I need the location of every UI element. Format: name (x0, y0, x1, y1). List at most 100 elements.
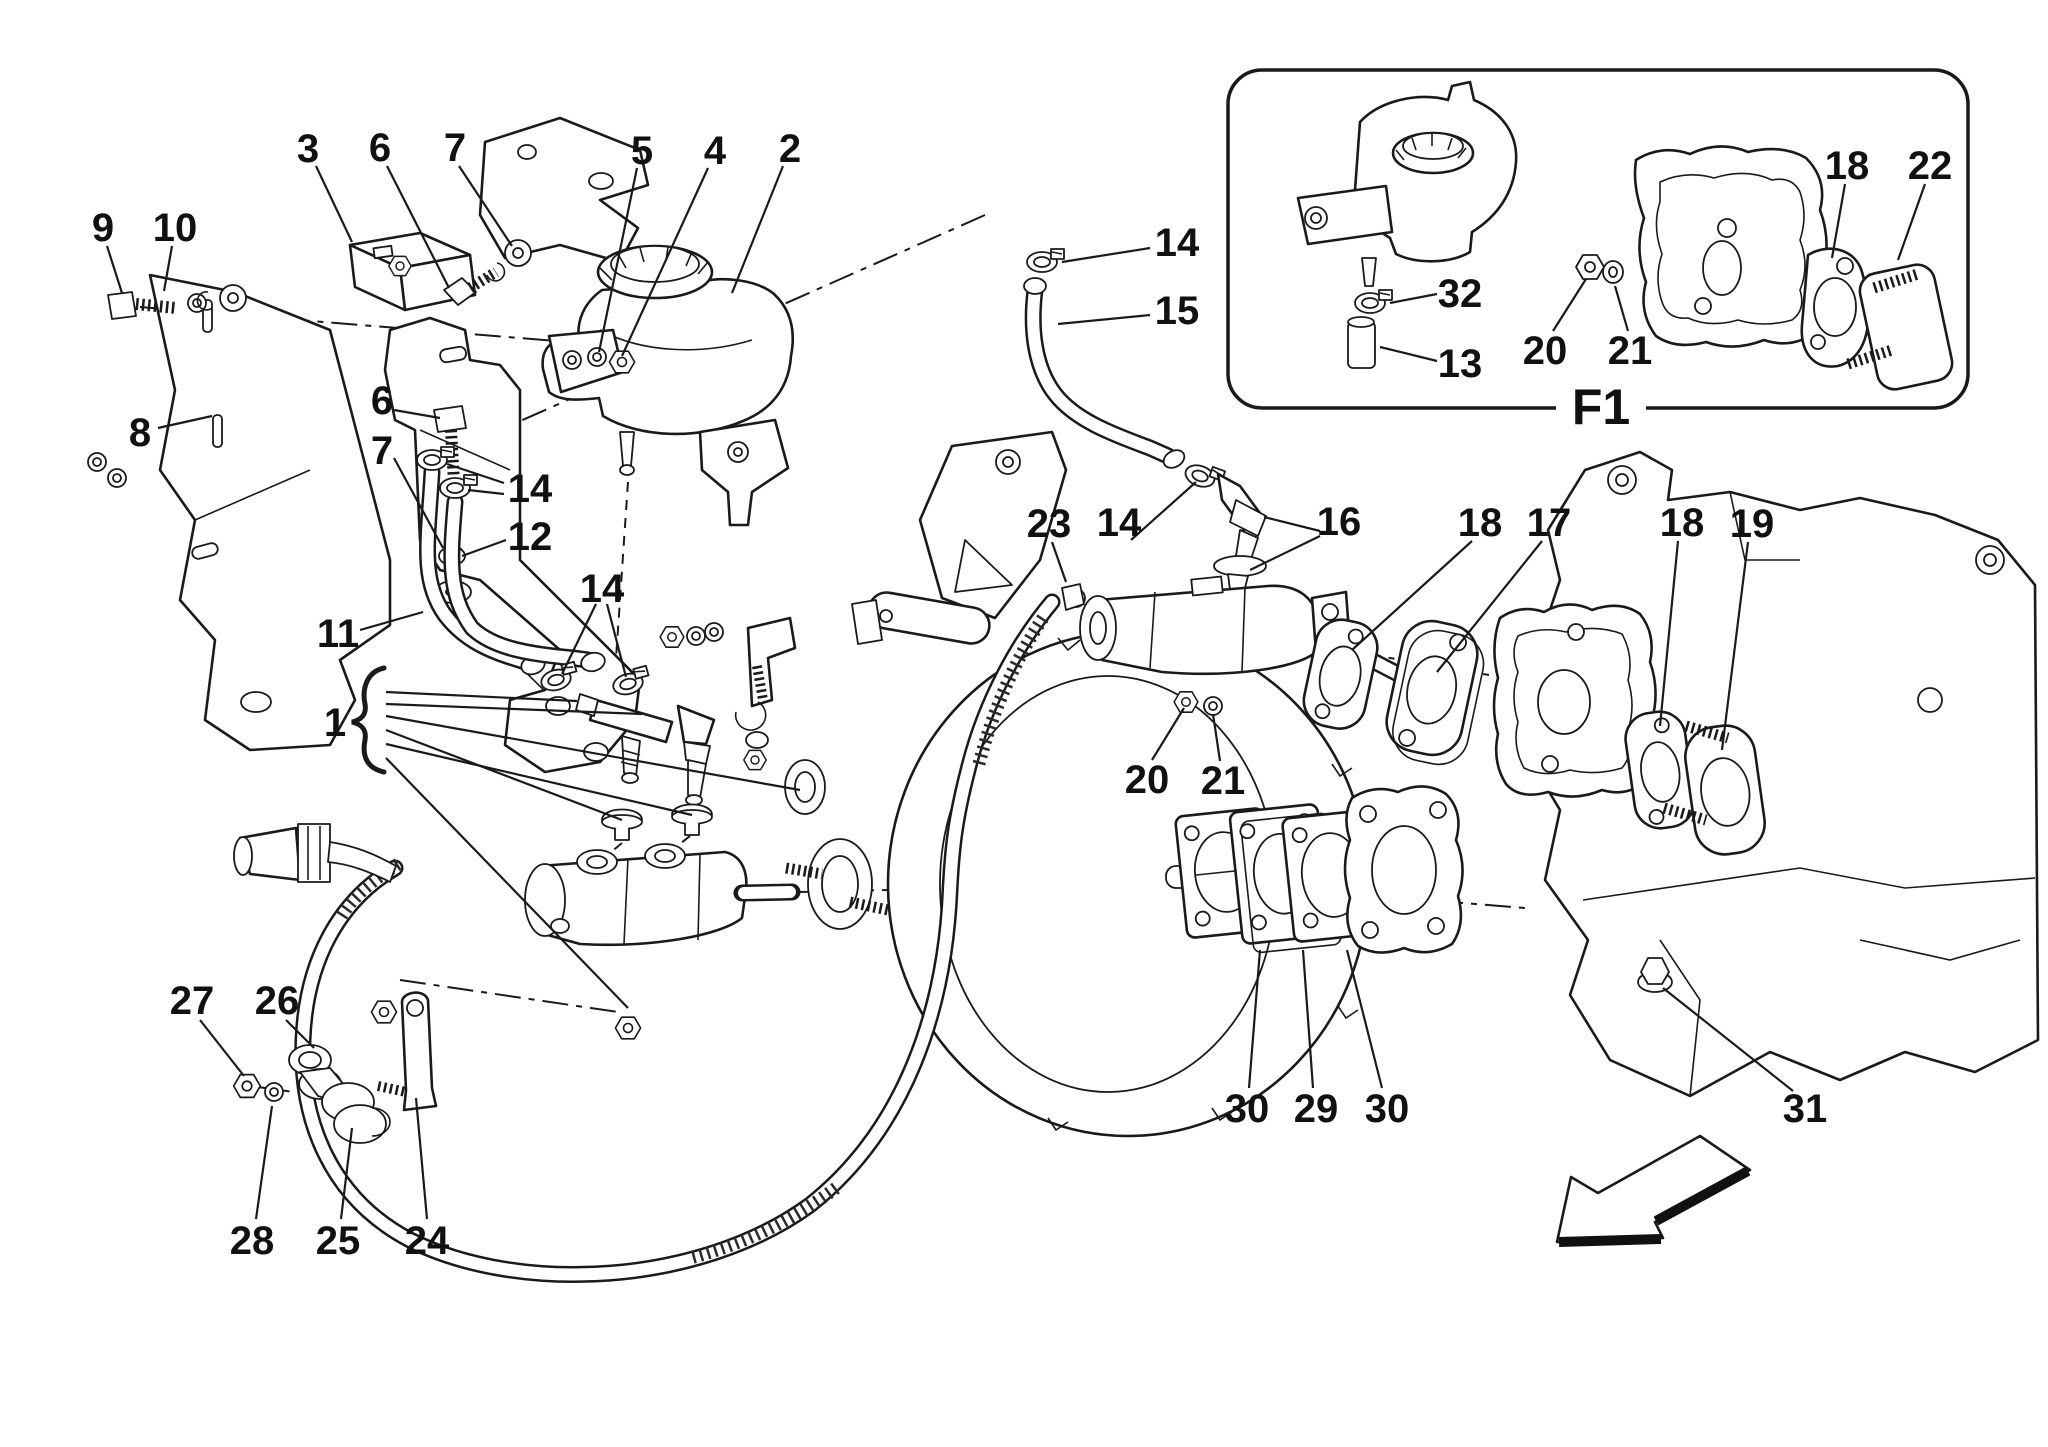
callout-label-14: 14 (508, 467, 553, 511)
callout-label-13: 13 (1438, 342, 1483, 386)
callout-label-6: 6 (371, 379, 393, 423)
callout-label-27: 27 (170, 979, 215, 1023)
callout-label-32: 32 (1438, 272, 1483, 316)
leader-line (199, 1019, 245, 1077)
callout-label-29: 29 (1294, 1087, 1339, 1131)
leader-line (1301, 949, 1315, 1089)
bolt-6-upper (443, 267, 499, 306)
brake-master-cylinder (524, 843, 801, 1040)
leader-line (162, 245, 174, 292)
leader-line (1211, 713, 1222, 762)
leader-line (393, 408, 441, 420)
leader-line (1379, 345, 1438, 363)
callout-label-18: 18 (1825, 144, 1870, 188)
callout-label-12: 12 (508, 515, 553, 559)
inset-clamp-32 (1354, 289, 1393, 314)
inset-cover-22 (1846, 263, 1954, 391)
callout-label-22: 22 (1908, 144, 1953, 188)
leader-line (385, 714, 801, 792)
grommet-25 (321, 1082, 391, 1144)
inset-spacer-13 (1347, 321, 1376, 369)
leader-line (359, 610, 424, 632)
tee-fitting (575, 693, 674, 784)
callout-label-18: 18 (1458, 501, 1503, 545)
leader-line (1130, 481, 1197, 541)
f1-label-backing (1556, 382, 1646, 434)
leader-line (1345, 949, 1384, 1089)
bolt-6-lower (433, 405, 467, 501)
stud-bolt (1662, 802, 1708, 826)
leader-line (385, 728, 623, 822)
leader-line (414, 1097, 429, 1220)
leader-line (385, 690, 578, 703)
item-1-brace (351, 665, 387, 775)
inset-gasket-18 (1800, 247, 1870, 368)
leader-line (1389, 292, 1438, 305)
washers-10 (187, 284, 247, 313)
leader-line (605, 603, 628, 678)
leader-line (597, 167, 639, 353)
callout-label-21: 21 (1608, 329, 1653, 373)
leader-line (1896, 183, 1927, 261)
leader-line (620, 167, 710, 357)
mounting-bracket-8 (148, 273, 392, 752)
callout-label-1: 1 (324, 701, 346, 745)
callout-label-16: 16 (1317, 500, 1362, 544)
callout-label-3: 3 (297, 127, 319, 171)
callout-label-14: 14 (580, 567, 625, 611)
callout-label-18: 18 (1660, 501, 1705, 545)
callout-label-9: 9 (92, 206, 114, 250)
bottom-left-cluster (232, 991, 438, 1144)
callout-label-8: 8 (129, 411, 151, 455)
nut-27 (232, 1073, 262, 1099)
gasket-18-b (1624, 710, 1696, 830)
callout-label-6: 6 (369, 126, 391, 170)
callout-label-15: 15 (1155, 289, 1200, 333)
leader-line (1249, 535, 1321, 571)
leader-line (315, 165, 353, 243)
callout-label-30: 30 (1225, 1087, 1270, 1131)
callout-label-31: 31 (1783, 1087, 1828, 1131)
leader-line (1436, 540, 1543, 673)
leader-line (1050, 541, 1068, 583)
leader-line (461, 538, 507, 558)
washer-21 (1203, 696, 1223, 716)
hose-clamp-14 (1026, 248, 1065, 273)
leader-line (446, 462, 505, 485)
callout-label-26: 26 (255, 979, 300, 1023)
clip-bracket-cluster (734, 616, 797, 771)
inset-cover-gasket (1633, 145, 1828, 348)
leader-line (1061, 246, 1151, 264)
leader-line (467, 488, 505, 496)
callout-label-11: 11 (317, 612, 359, 656)
hose-23-banjo (1061, 583, 1086, 611)
leader-line (1151, 707, 1185, 761)
inset-nut-20 (1575, 254, 1605, 280)
leader-line (385, 702, 643, 716)
callout-label-28: 28 (230, 1219, 275, 1263)
hose-12 (443, 493, 606, 673)
leader-line (386, 165, 450, 289)
leader-line (730, 165, 785, 294)
leader-line (561, 603, 597, 675)
callout-label-5: 5 (631, 129, 653, 173)
leader-line (1351, 540, 1473, 651)
leader-line (1662, 987, 1794, 1092)
inset-reservoir (1296, 80, 1518, 369)
leader-line (157, 414, 213, 430)
inset-figure-label: F1 (1572, 379, 1630, 435)
callout-label-25: 25 (316, 1219, 361, 1263)
callout-label-14: 14 (1155, 221, 1200, 265)
callout-label-30: 30 (1365, 1087, 1410, 1131)
leader-line (105, 245, 124, 294)
port-grommet (671, 803, 713, 836)
callout-label-2: 2 (779, 127, 801, 171)
leader-line (1720, 541, 1750, 751)
firewall-gasket (1343, 785, 1464, 954)
leader-line (1830, 183, 1847, 259)
valve-cover-gasket (1492, 603, 1657, 798)
pedal-bracket (698, 418, 1068, 645)
reservoir-nipple (619, 431, 635, 467)
leader-line (1552, 278, 1587, 332)
